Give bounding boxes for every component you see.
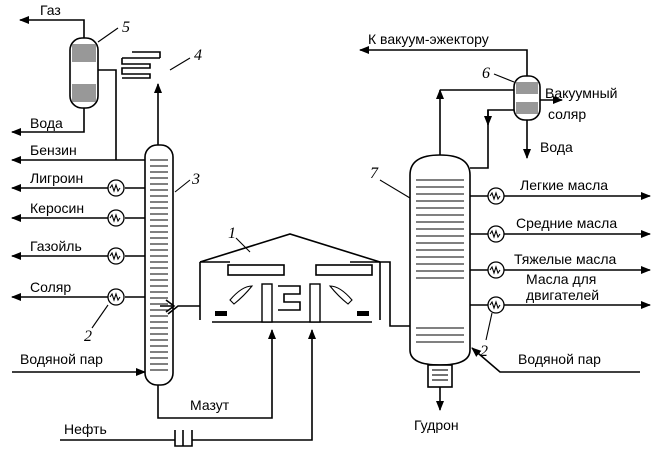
furnace-number: 1: [228, 225, 236, 242]
engine-oils-label-2: двигателей: [526, 287, 599, 303]
atm-column-leader: [174, 179, 191, 193]
vacuum-solar-label-2: соляр: [548, 106, 586, 122]
atm-column-number: 3: [191, 171, 200, 188]
oil-to-furnace-line: [192, 329, 316, 441]
atmospheric-column: [144, 144, 174, 386]
separator-to-gasoline-line: [98, 69, 117, 160]
vac-separator-leader: [493, 73, 515, 83]
furnace-to-atm-line: [167, 305, 200, 315]
gasoline-label: Бензин: [30, 142, 77, 158]
hx-left-leader: [91, 304, 109, 329]
condenser-coil: [121, 51, 161, 79]
vacuum-column: [409, 154, 471, 388]
separator-leader: [97, 27, 119, 43]
heat-exchanger-left-number: 2: [84, 328, 92, 345]
light-oils-label: Легкие масла: [520, 177, 608, 193]
water-right-label: Вода: [540, 139, 573, 155]
vacuum-column-trays: [416, 179, 464, 343]
ligroin-heat-exchanger: [11, 179, 145, 197]
solar-label: Соляр: [30, 279, 71, 295]
steam-left-label: Водяной пар: [20, 351, 103, 367]
gas-water-separator: [69, 37, 99, 109]
heavy-oils-heat-exchanger: [470, 261, 651, 279]
to-ejector-line: [359, 46, 528, 76]
water-outlet-line: [11, 108, 85, 136]
solar-heat-exchanger: [11, 288, 145, 306]
water-top-label: Вода: [30, 115, 63, 131]
furnace-leader: [235, 237, 251, 253]
medium-oils-heat-exchanger: [470, 225, 651, 243]
separator-bottom-fill: [72, 84, 96, 102]
mazut-label: Мазут: [190, 397, 230, 413]
separator-number: 5: [122, 19, 130, 36]
gasoil-label: Газойль: [30, 238, 82, 254]
furnace-to-vac-line: [380, 261, 426, 330]
condenser-leader: [169, 57, 191, 71]
light-oils-heat-exchanger: [470, 187, 651, 205]
gas-label: Газ: [40, 2, 61, 18]
vacuum-separator: [513, 75, 541, 121]
heat-exchanger-right-number: 2: [480, 343, 488, 360]
condenser-number: 4: [194, 47, 202, 64]
kerosene-heat-exchanger: [11, 209, 145, 227]
steam-right-label: Водяной пар: [518, 351, 601, 367]
gasoil-heat-exchanger: [11, 247, 145, 265]
medium-oils-label: Средние масла: [516, 215, 617, 231]
oil-label: Нефть: [64, 421, 107, 437]
gas-outlet-line: [19, 16, 85, 38]
hx-right-leader: [485, 312, 493, 341]
feed-inlet-arrow: [160, 299, 176, 313]
engine-oils-label-1: Масла для: [526, 271, 596, 287]
vac-column-number: 7: [370, 165, 379, 182]
ligroin-label: Лигроин: [30, 170, 83, 186]
kerosene-label: Керосин: [30, 200, 84, 216]
atmospheric-column-trays: [150, 159, 168, 371]
tar-label: Гудрон: [414, 417, 459, 433]
mazut-line: [157, 329, 276, 419]
heavy-oils-label: Тяжелые масла: [514, 251, 617, 267]
vac-reflux-line: [470, 109, 518, 169]
vac-column-leader: [379, 179, 411, 199]
oil-pump: [174, 430, 193, 447]
vacuum-solar-label-1: Вакуумный: [545, 85, 618, 101]
steam-right-line: [471, 347, 640, 373]
vac-separator-number: 6: [482, 65, 490, 82]
engine-oils-heat-exchanger: [470, 296, 651, 314]
tube-furnace: [199, 233, 381, 323]
to-ejector-label: К вакуум-эжектору: [368, 31, 489, 47]
separator-top-fill: [72, 44, 96, 62]
